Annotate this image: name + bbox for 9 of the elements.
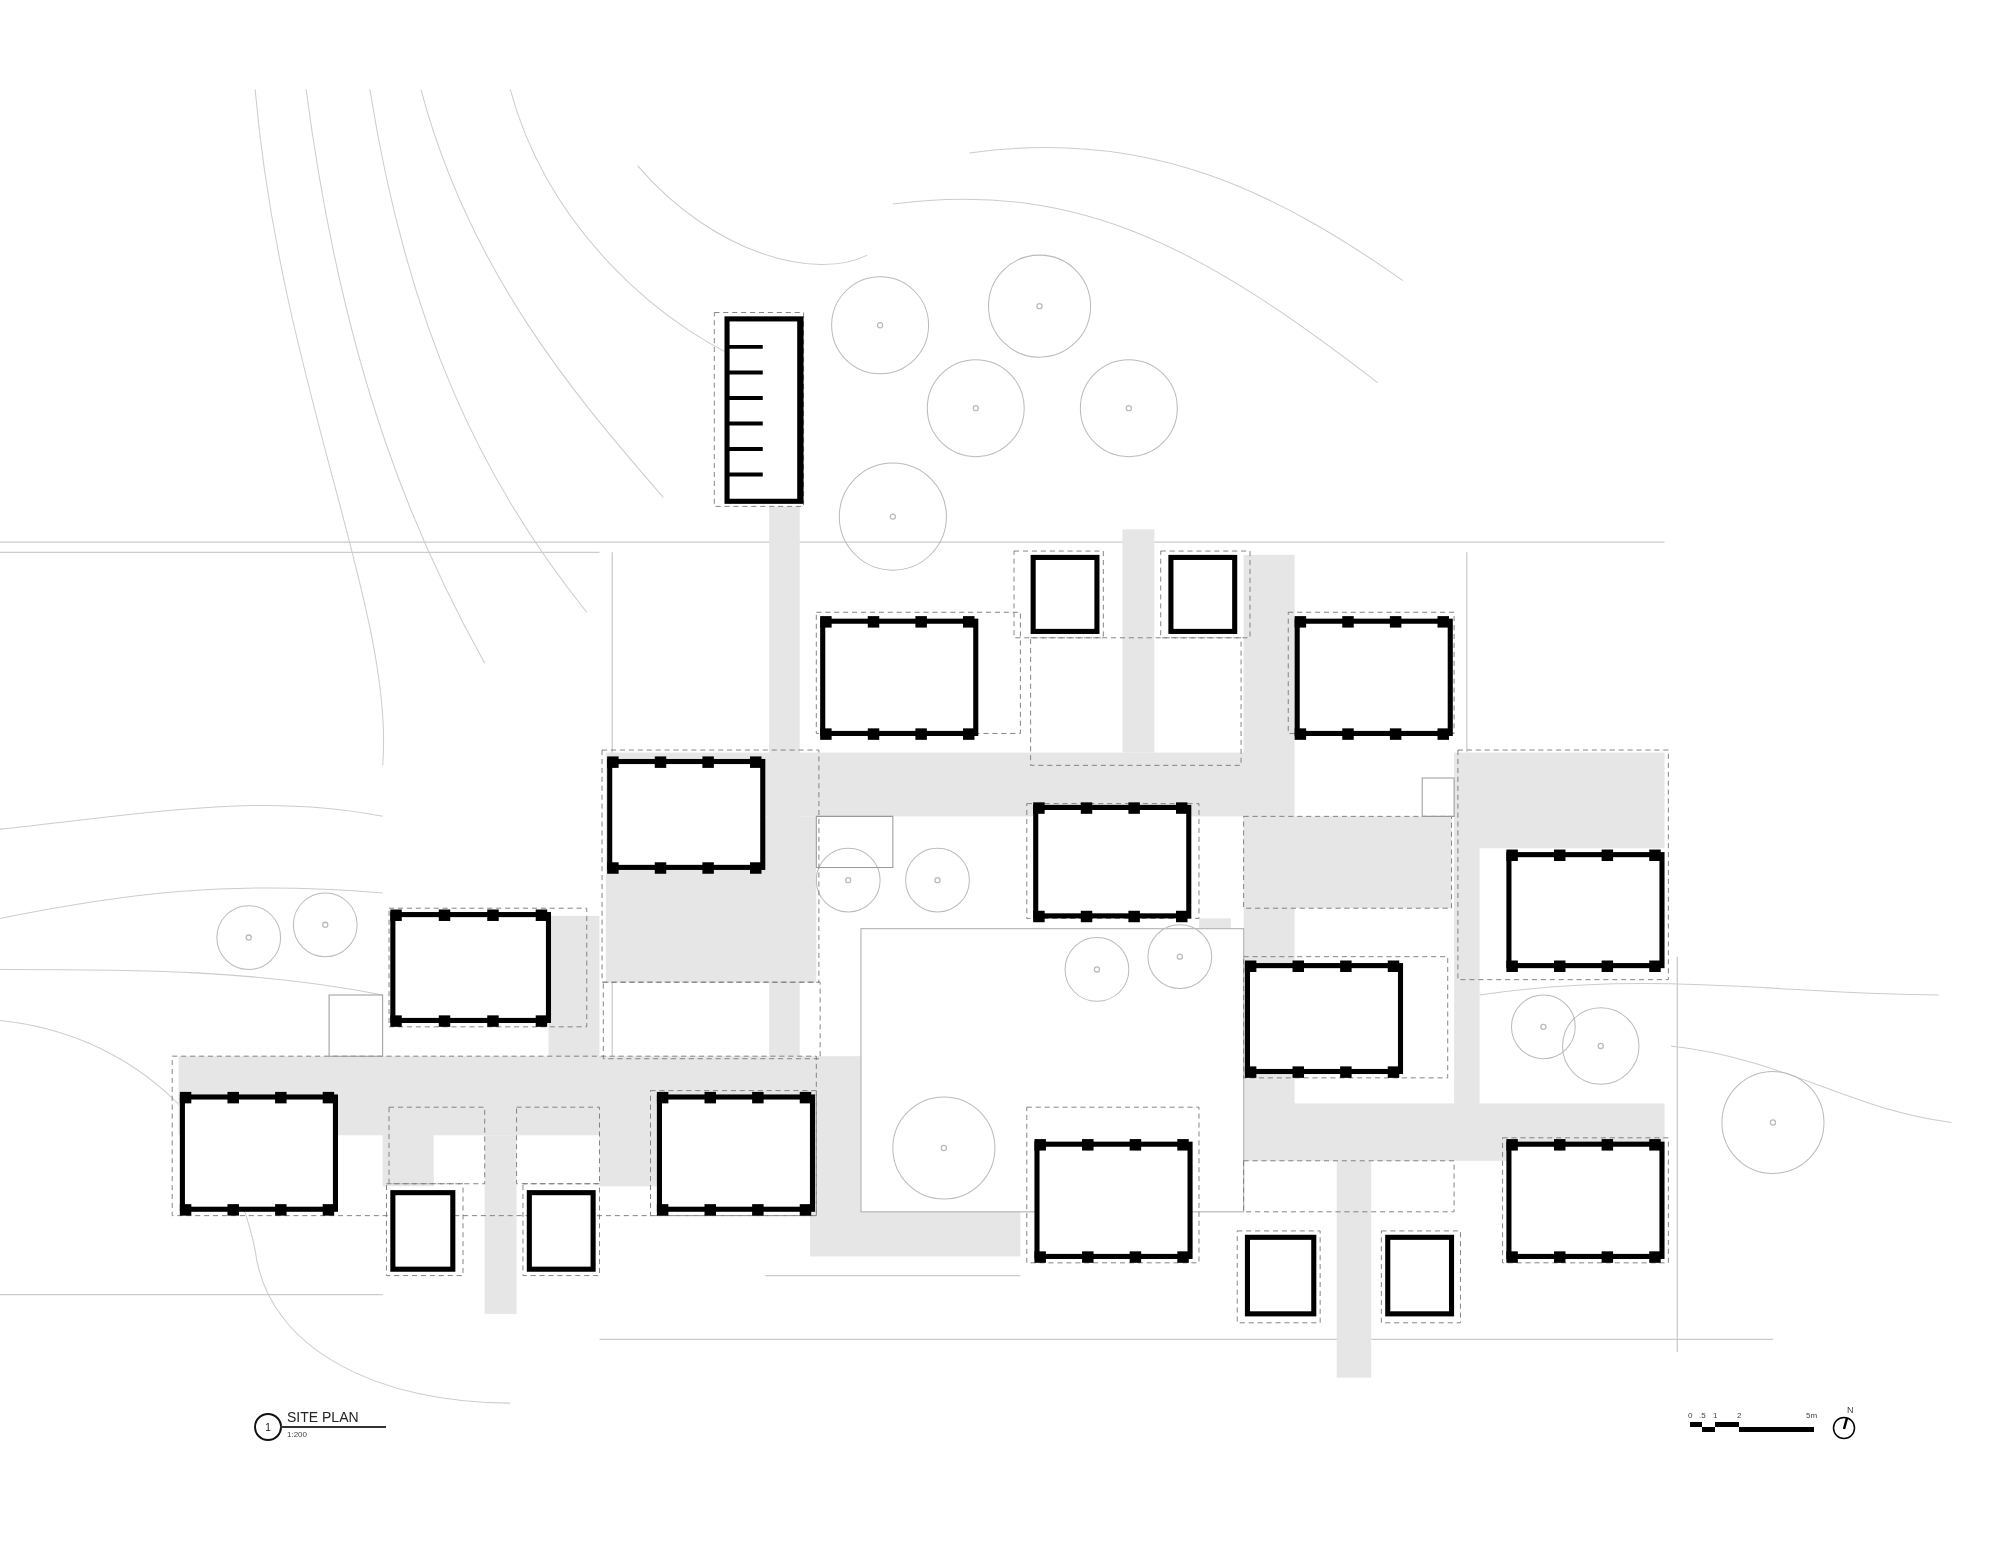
scale-tick-label: 0 [1688, 1411, 1693, 1420]
scale-tick-label: 5m [1806, 1411, 1818, 1420]
callout-circle [254, 1413, 282, 1441]
scale-tick-label: 1 [1713, 1411, 1718, 1420]
north-label: N [1847, 1405, 1854, 1415]
callout-number: 1 [265, 1421, 271, 1433]
scale-tick-label: 2 [1737, 1411, 1742, 1420]
scale-tick-label: .5 [1699, 1411, 1706, 1420]
drawing-title: SITE PLAN [287, 1409, 359, 1425]
